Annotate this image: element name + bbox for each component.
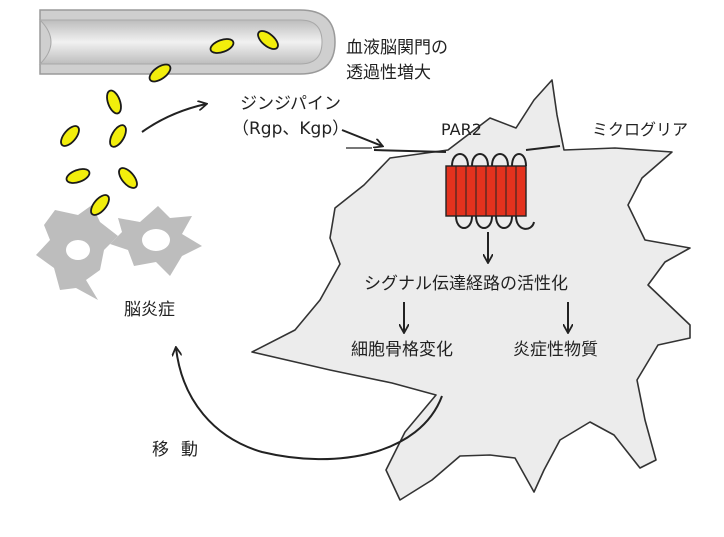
bbb-label-line1: 血液脳関門の xyxy=(346,38,448,58)
microglia-cell xyxy=(251,79,691,501)
par2-label: PAR2 xyxy=(441,120,482,139)
neuron-cell xyxy=(36,205,118,300)
bacteria-cluster xyxy=(60,30,279,216)
blood-vessel xyxy=(38,9,336,75)
bacterium xyxy=(148,63,172,83)
bacterium xyxy=(65,168,91,184)
arrows xyxy=(141,104,568,461)
cytoskeleton-change-label: 細胞骨格変化 xyxy=(351,340,453,360)
membrane-line xyxy=(373,145,561,153)
arrow-bacteria-to-gingipain xyxy=(141,104,206,133)
bacterium xyxy=(257,30,279,50)
migration-label: 移動 xyxy=(152,440,210,460)
bacterium xyxy=(106,89,122,115)
neuron-cell xyxy=(110,206,202,276)
bacterium xyxy=(60,125,80,147)
bacterium xyxy=(109,124,127,148)
gingipain-types: （Rgp、Kgp） xyxy=(232,119,350,139)
bbb-label-line2: 透過性増大 xyxy=(346,63,431,83)
brain-inflammation-label: 脳炎症 xyxy=(124,300,175,320)
bacterium xyxy=(90,194,110,216)
bacterium xyxy=(209,38,235,54)
arrow-migration xyxy=(176,348,443,461)
gingipain-label: ジンジパイン （Rgp、Kgp） xyxy=(232,92,349,142)
signal-activation-label: シグナル伝達経路の活性化 xyxy=(364,274,568,294)
gingipain-title: ジンジパイン xyxy=(240,94,342,114)
bacterium xyxy=(118,167,138,189)
inflammatory-substance-label: 炎症性物質 xyxy=(513,340,598,360)
bbb-label: 血液脳関門の 透過性増大 xyxy=(346,36,448,86)
microglia-label: ミクログリア xyxy=(592,120,689,139)
arrow-gingipain-to-par2 xyxy=(341,129,382,146)
par2-receptor xyxy=(445,153,535,230)
